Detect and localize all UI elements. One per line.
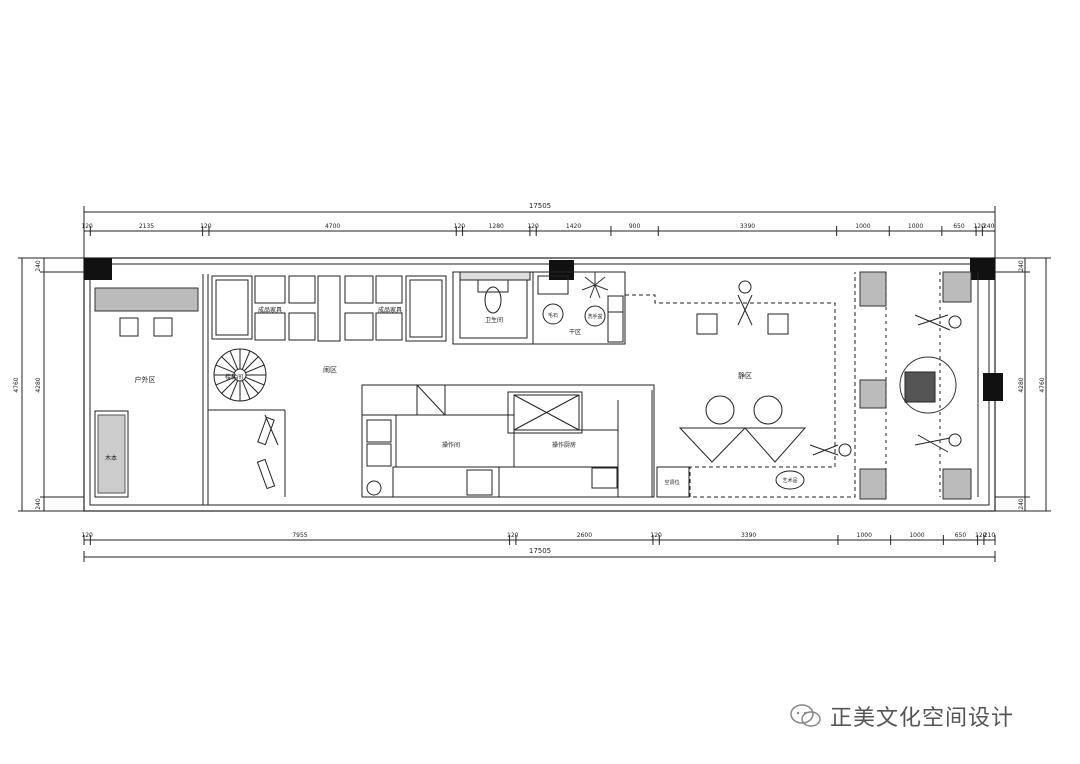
furniture-label-2: 成品家具 (378, 306, 402, 314)
dimension-label: 120 (81, 223, 93, 230)
watermark: 正美文化空间设计 (790, 700, 1014, 732)
left-dimension: 240 4280 4760 240 (13, 257, 84, 512)
dimension-label: 210 (984, 532, 996, 539)
plant-icon (581, 272, 609, 299)
right-dim-overall: 4760 (1039, 377, 1046, 392)
dimension-label: 900 (629, 223, 641, 230)
kitchen-label: 操作厨房 (552, 441, 576, 449)
stair-tread (229, 350, 239, 370)
outdoor-label: 户外区 (135, 375, 156, 384)
quiet-zone: 空调位 艺术品 静区 (625, 272, 856, 498)
sink-label: 洗手盆 (587, 313, 602, 320)
stair-tread (243, 356, 259, 372)
stair-tread (221, 378, 237, 394)
furniture-label-1: 成品家具 (258, 306, 282, 314)
bottom-overall-dimension: 17505 (83, 547, 996, 562)
bathroom-label: 卫生间 (485, 316, 503, 324)
watermark-text: 正美文化空间设计 (830, 706, 1015, 731)
dry-zone-label: 干区 (569, 329, 581, 336)
dimension-label: 1000 (908, 223, 923, 230)
art-label: 艺术品 (782, 477, 797, 484)
stair-label: 楼梯间 (225, 373, 243, 381)
dimension-label: 1000 (857, 532, 872, 539)
spiral-stair: 楼梯间 (207, 345, 286, 497)
person-icon (914, 433, 962, 453)
dimension-label: 120 (973, 223, 985, 230)
stair-tread (245, 376, 265, 386)
dimension-label: 1280 (489, 223, 504, 230)
dimension-label: 650 (955, 532, 967, 539)
quiet-zone-label: 静区 (738, 371, 752, 380)
dimension-label: 2135 (139, 223, 154, 230)
overall-width-bottom: 17505 (529, 547, 551, 555)
stair-tread (221, 356, 237, 372)
stair-tread (241, 350, 251, 370)
left-dim-top: 240 (35, 260, 42, 272)
dimension-label: 120 (650, 532, 662, 539)
stair-tread (215, 364, 235, 374)
stair-tread (243, 378, 259, 394)
left-dim-overall: 4760 (13, 377, 20, 392)
person-icon (737, 280, 753, 326)
stair-tread (245, 364, 265, 374)
top-segment-dimension: 120 2135 120 4700 120 1280 120 1420 900 3390 1000 1… (81, 223, 996, 236)
dimension-label: 240 (983, 223, 995, 230)
dimension-label: 2600 (577, 532, 592, 539)
right-dim-mid: 4280 (1018, 377, 1025, 392)
ac-label: 空调位 (664, 479, 679, 486)
dimension-label: 4700 (325, 223, 340, 230)
right-dim-bottom: 240 (1018, 498, 1025, 510)
stair-tread (215, 376, 235, 386)
left-dim-bottom: 240 (35, 498, 42, 510)
furniture-cluster: 成品家具 成品家具 闹区 (211, 275, 447, 374)
dimension-label: 650 (953, 223, 965, 230)
dimension-label: 120 (200, 223, 212, 230)
outdoor-zone: 户外区 木本 (94, 274, 209, 505)
entrance-zone (859, 271, 979, 500)
dimension-label: 7955 (292, 532, 307, 539)
dimension-label: 120 (454, 223, 466, 230)
right-dimension: 240 4280 4760 240 (995, 257, 1051, 512)
dimension-label: 120 (527, 223, 539, 230)
left-dim-mid: 4280 (35, 377, 42, 392)
dimension-label: 1000 (909, 532, 924, 539)
dimension-label: 1000 (855, 223, 870, 230)
stair-tread (241, 380, 251, 400)
wechat-icon (790, 704, 821, 727)
dimension-label: 1420 (566, 223, 581, 230)
towel-label: 毛石 (548, 312, 558, 319)
dimension-label: 3390 (740, 223, 755, 230)
dimension-label: 120 (507, 532, 519, 539)
dimension-label: 120 (81, 532, 93, 539)
overall-width-top: 17505 (529, 202, 551, 210)
structural-columns (84, 258, 1003, 401)
kitchen-zone: 操作间 操作厨房 (361, 384, 655, 498)
plant-label: 木本 (105, 454, 117, 462)
right-dim-top: 240 (1018, 260, 1025, 272)
person-icon (914, 314, 962, 331)
dimension-label: 3390 (741, 532, 756, 539)
stair-tread (229, 380, 239, 400)
person-icon (809, 443, 852, 457)
dimension-label: 120 (975, 532, 987, 539)
counter-label: 操作间 (442, 441, 460, 449)
common-zone-label: 闹区 (323, 366, 337, 374)
bathroom-dry-zone: 卫生间 毛石 洗手盆 干区 (452, 271, 626, 345)
